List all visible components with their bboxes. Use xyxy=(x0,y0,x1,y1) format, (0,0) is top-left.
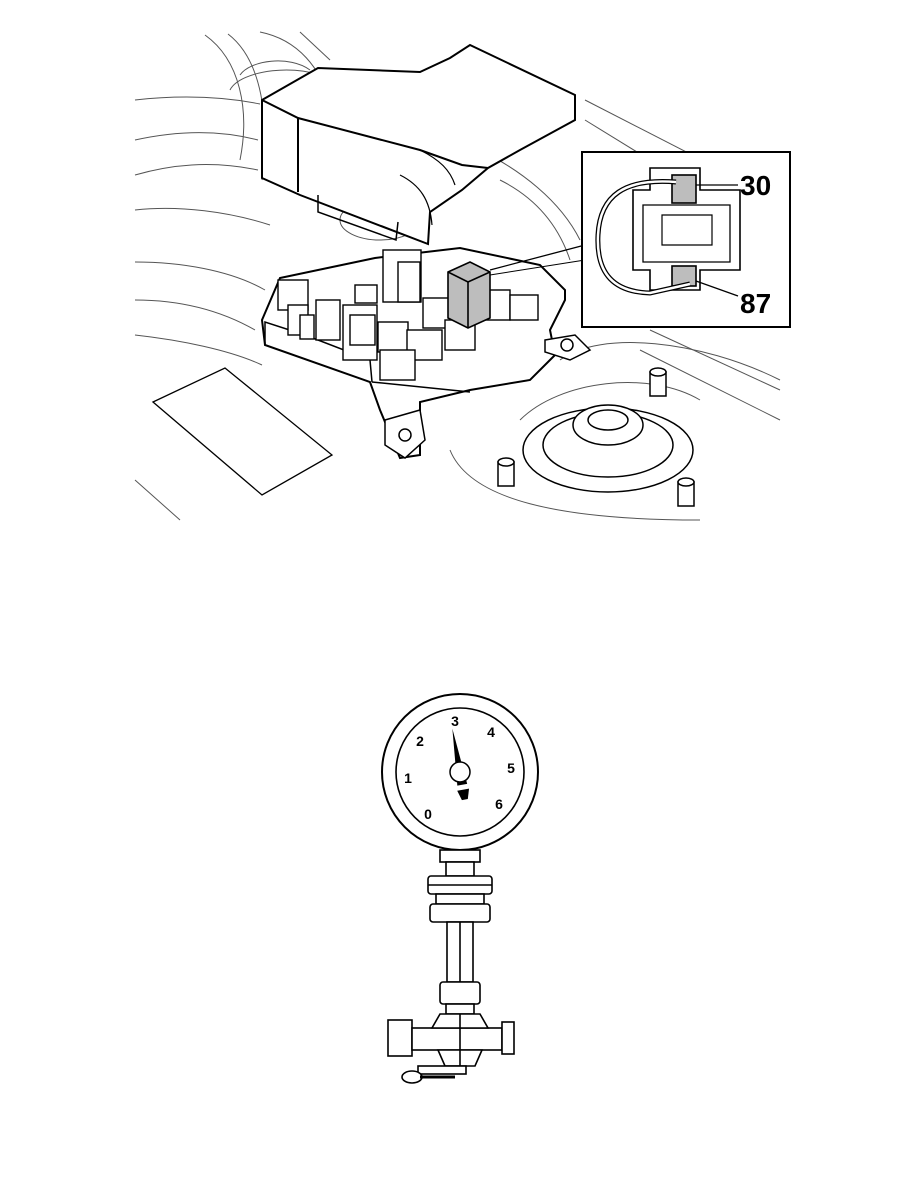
box-components xyxy=(277,249,539,381)
background-line xyxy=(449,449,701,521)
background-line xyxy=(204,34,245,161)
background-line xyxy=(134,299,256,331)
box-mounting-bolt xyxy=(384,334,592,459)
callout-87: 87 xyxy=(740,288,771,319)
background-line xyxy=(134,164,259,176)
strut-nut xyxy=(497,367,695,507)
background-line xyxy=(134,261,266,291)
jumper-wire xyxy=(596,180,691,295)
dial-number-3: 3 xyxy=(451,713,459,729)
relay-box-cover xyxy=(261,43,576,246)
background-line xyxy=(134,479,181,521)
background-line xyxy=(239,60,311,76)
background-line xyxy=(134,207,271,226)
callout-30: 30 xyxy=(740,170,771,201)
terminal-30-pin xyxy=(671,174,697,204)
label-plate xyxy=(151,367,334,496)
background-line xyxy=(649,329,781,391)
relay-socket-diagram xyxy=(595,167,741,297)
background-line xyxy=(639,349,781,421)
dial-number-4: 4 xyxy=(487,724,495,740)
dial-number-6: 6 xyxy=(495,796,503,812)
background-line xyxy=(299,31,331,61)
pressure-gauge-illustration: 0 1 2 3 4 5 6 xyxy=(381,693,539,1084)
gauge-stem xyxy=(427,849,493,1015)
dial-number-5: 5 xyxy=(507,760,515,776)
valve-handle xyxy=(401,1065,467,1084)
background-line xyxy=(519,382,701,421)
relay-box-illustration: 30 87 xyxy=(134,31,791,521)
dial-number-1: 1 xyxy=(404,770,412,786)
highlighted-relay xyxy=(447,261,491,329)
valve-body xyxy=(387,1013,515,1067)
inset-pointer xyxy=(489,244,586,271)
background-line xyxy=(499,179,571,261)
inset-pointer xyxy=(489,259,586,276)
background-line xyxy=(134,334,263,366)
needle-hub xyxy=(449,761,471,783)
background-line xyxy=(134,96,261,105)
dial-number-0: 0 xyxy=(424,806,432,822)
dial-number-2: 2 xyxy=(416,733,424,749)
background-line xyxy=(227,33,266,181)
background-line xyxy=(134,132,259,141)
strut-mount xyxy=(522,404,694,493)
